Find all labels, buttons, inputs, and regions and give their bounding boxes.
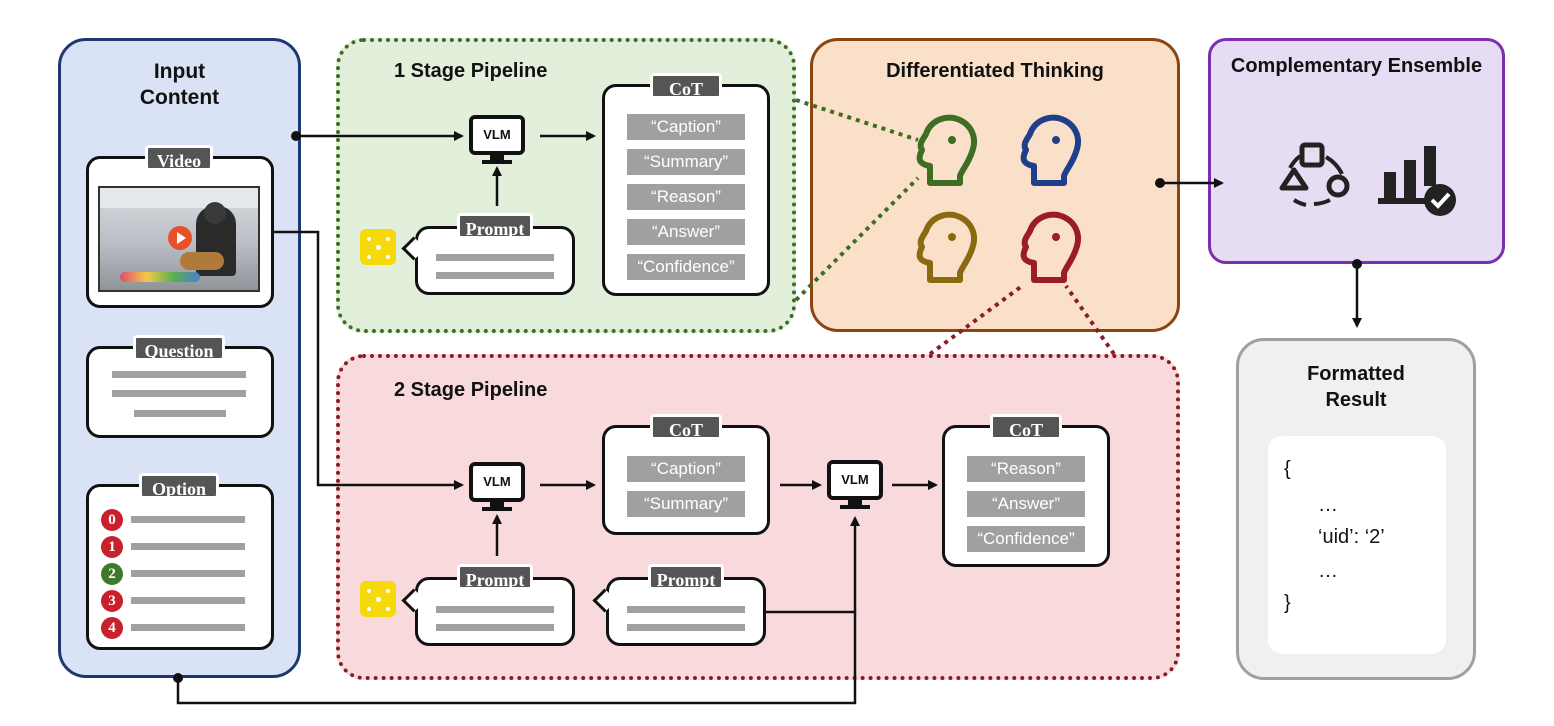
monitor-stand-icon (848, 500, 862, 506)
question-line (134, 410, 226, 417)
prompt-line (627, 606, 745, 613)
option-line (131, 516, 245, 523)
option-line (131, 570, 245, 577)
complementary-ensemble-panel (1208, 38, 1505, 264)
result-title-line2: Result (1325, 389, 1387, 411)
cot-item-answer: “Answer” (967, 491, 1085, 517)
cot-item-reason: “Reason” (627, 184, 745, 210)
option-line (131, 624, 245, 631)
spark-network-icon (360, 229, 396, 265)
head-icon-green (916, 114, 977, 186)
stage1-to-head-link-top (795, 98, 919, 142)
stage1-vlm-monitor: VLM (469, 115, 525, 155)
cot-item-reason: “Reason” (967, 456, 1085, 482)
head-icon-gold (916, 211, 977, 283)
option-line (131, 543, 245, 550)
stage2-cot2-tag: CoT (990, 414, 1062, 440)
input-title-line2: Content (139, 86, 220, 109)
question-line (112, 390, 246, 397)
prompt-line (627, 624, 745, 631)
stage2-prompt1-tag: Prompt (457, 564, 533, 590)
stage2-to-head-link-right (1064, 284, 1116, 356)
video-thumbnail[interactable] (98, 186, 260, 292)
option-line (131, 597, 245, 604)
monitor-stand-icon (490, 155, 504, 161)
prompt-line (436, 272, 554, 279)
result-title-line1: Formatted (1307, 363, 1405, 385)
option-number-badge: 0 (101, 509, 123, 531)
cot-item-answer: “Answer” (627, 219, 745, 245)
result-json-box (1268, 436, 1446, 654)
stage1-cot-tag: CoT (650, 73, 722, 99)
json-ellipsis: … (1318, 560, 1338, 582)
video-to-stage2-vlm-arrow (272, 230, 464, 490)
prompt-line (436, 624, 554, 631)
input-title-line1: Input (153, 60, 206, 83)
ensemble-title: Complementary Ensemble (1230, 55, 1483, 77)
differentiated-thinking-panel (810, 38, 1180, 332)
question-tag: Question (133, 335, 225, 361)
json-close-brace: } (1284, 592, 1291, 614)
json-ellipsis: … (1318, 494, 1338, 516)
play-icon[interactable] (168, 226, 192, 250)
cot-item-summary: “Summary” (627, 491, 745, 517)
question-line (112, 371, 246, 378)
monitor-stand-icon (490, 502, 504, 508)
json-uid-entry: ‘uid’: ‘2’ (1318, 526, 1385, 548)
cot-item-caption: “Caption” (627, 456, 745, 482)
prompt-line (436, 606, 554, 613)
stage2-cot1-tag: CoT (650, 414, 722, 440)
monitor-base-icon (482, 160, 512, 164)
monitor-base-icon (482, 507, 512, 511)
stage2-prompt2-tag: Prompt (648, 564, 724, 590)
option-number-badge: 3 (101, 590, 123, 612)
stage1-to-head-link-bottom (794, 176, 920, 302)
spark-network-icon (360, 581, 396, 617)
head-icon-blue (1020, 114, 1081, 186)
input-to-stage2-vlm2-loop (176, 612, 857, 705)
cot-item-summary: “Summary” (627, 149, 745, 175)
cot-item-caption: “Caption” (627, 114, 745, 140)
thinking-title: Differentiated Thinking (886, 60, 1104, 82)
option-number-badge: 1 (101, 536, 123, 558)
stage2-vlm2-monitor: VLM (827, 460, 883, 500)
stage2-title: 2 Stage Pipeline (394, 379, 548, 401)
shapes-cycle-icon (1279, 142, 1350, 207)
cot-item-confidence: “Confidence” (967, 526, 1085, 552)
head-icon-red (1020, 211, 1081, 283)
prompt-line (436, 254, 554, 261)
bar-chart-check-icon (1378, 146, 1456, 216)
monitor-base-icon (840, 505, 870, 509)
cot-item-confidence: “Confidence” (627, 254, 745, 280)
option-number-badge: 4 (101, 617, 123, 639)
json-open-brace: { (1284, 458, 1291, 480)
option-number-badge: 2 (101, 563, 123, 585)
stage1-title: 1 Stage Pipeline (394, 60, 548, 82)
stage2-prompt2-to-vlm2-arrow (766, 516, 860, 614)
video-tag: Video (145, 145, 213, 171)
stage2-vlm1-monitor: VLM (469, 462, 525, 502)
stage2-to-head-link-left (928, 284, 1024, 356)
option-tag: Option (139, 473, 219, 499)
stage1-prompt-tag: Prompt (457, 213, 533, 239)
